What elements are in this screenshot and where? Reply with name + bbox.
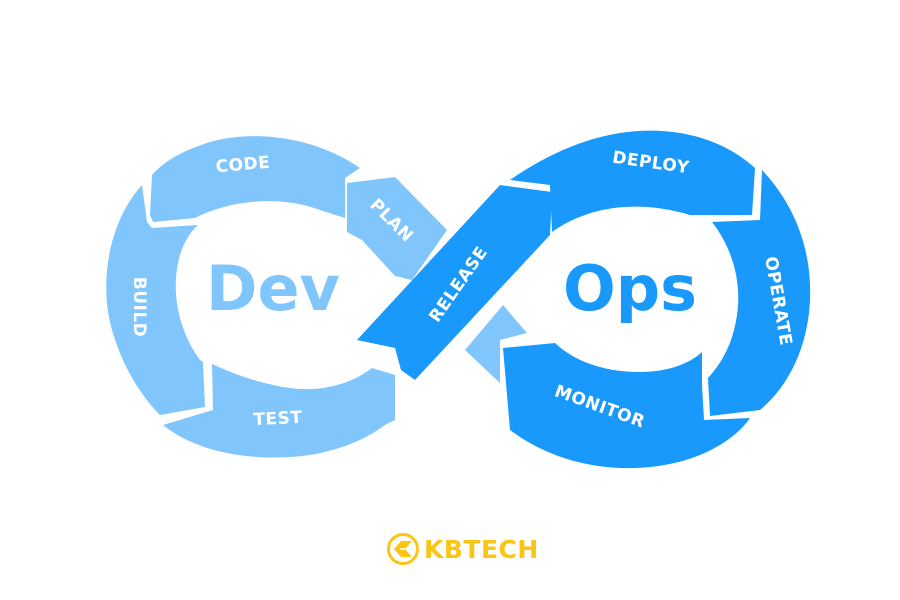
kbtech-logo: KBTECH bbox=[386, 532, 539, 566]
segment-return-arrow bbox=[465, 305, 527, 383]
segment-deploy bbox=[510, 130, 755, 232]
label-code: CODE bbox=[215, 153, 271, 178]
ops-title: Ops bbox=[563, 252, 697, 325]
dev-title: Dev bbox=[206, 252, 340, 325]
segment-test bbox=[163, 364, 395, 458]
label-test: TEST bbox=[253, 408, 303, 431]
segment-code bbox=[150, 136, 360, 222]
label-build: BUILD bbox=[129, 277, 149, 338]
segment-operate bbox=[708, 170, 811, 416]
kbtech-logo-icon bbox=[387, 533, 419, 565]
ops-loop bbox=[465, 130, 811, 469]
segment-build bbox=[106, 185, 205, 415]
dev-loop bbox=[106, 136, 447, 458]
segment-plan bbox=[347, 177, 447, 280]
kbtech-brand-name: KBTECH bbox=[424, 534, 539, 564]
segment-release bbox=[357, 185, 552, 380]
segment-monitor bbox=[503, 343, 750, 469]
